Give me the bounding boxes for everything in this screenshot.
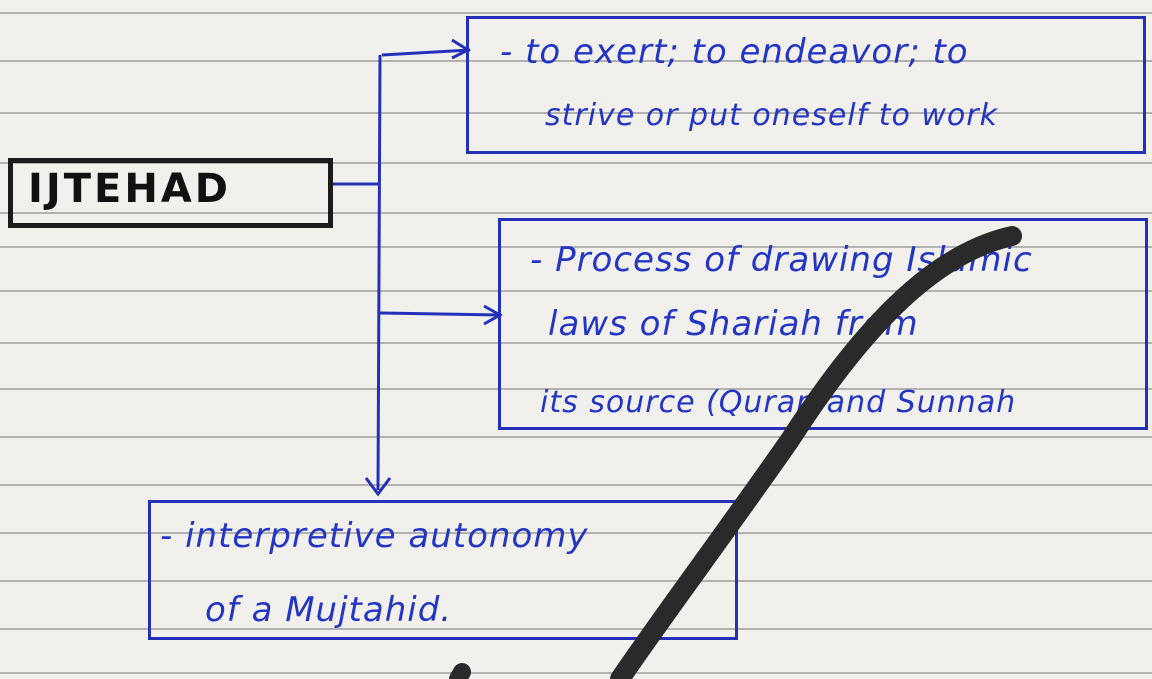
- ruled-line: [0, 672, 1152, 674]
- ruled-line: [0, 484, 1152, 486]
- meaning-box-3: [148, 500, 738, 640]
- meaning-box-2: [498, 218, 1148, 430]
- meaning-2-line-3: its source (Quran and Sunnah: [540, 385, 1017, 420]
- ruled-line: [0, 388, 1152, 390]
- meaning-1-line-1: - to exert; to endeavor; to: [500, 32, 969, 72]
- arrowhead-2: [483, 304, 504, 326]
- ruled-line: [0, 532, 1152, 534]
- pencil-tick-mark: [610, 226, 1022, 679]
- ruled-line: [0, 246, 1152, 248]
- branch-arrow-2: [379, 311, 501, 317]
- ruled-line: [0, 112, 1152, 114]
- meaning-1-line-2: strive or put oneself to work: [545, 98, 998, 133]
- ruled-line: [0, 212, 1152, 214]
- meaning-3-line-2: of a Mujtahid.: [205, 590, 453, 630]
- ruled-line: [0, 162, 1152, 164]
- ruled-line: [0, 12, 1152, 14]
- title-box: [8, 158, 333, 228]
- vertical-trunk: [376, 54, 382, 491]
- ruled-line: [0, 628, 1152, 630]
- arrowhead-1: [451, 38, 472, 60]
- ruled-line: [0, 580, 1152, 582]
- meaning-box-1: [466, 16, 1146, 154]
- pencil-stroke-bottom: [449, 663, 471, 679]
- branch-arrow-1: [381, 48, 471, 57]
- ruled-line: [0, 436, 1152, 438]
- arrowhead-3: [364, 477, 392, 497]
- diagram-title: IJTEHAD: [28, 166, 232, 212]
- meaning-3-line-1: - interpretive autonomy: [160, 516, 589, 556]
- ruled-line: [0, 290, 1152, 292]
- ruled-line: [0, 342, 1152, 344]
- ruled-line: [0, 60, 1152, 62]
